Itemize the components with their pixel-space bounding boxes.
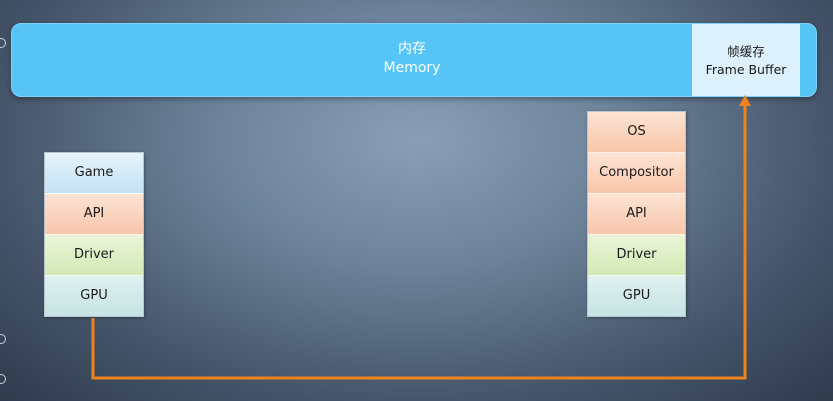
memory-label-cn: 内存: [398, 41, 426, 57]
right-stack-api: API: [588, 194, 685, 235]
memory-label: 内存 Memory: [12, 40, 812, 78]
edge-dot: [0, 374, 6, 384]
right-stack-driver: Driver: [588, 235, 685, 276]
left-stack: Game API Driver GPU: [44, 152, 144, 317]
right-stack-compositor: Compositor: [588, 153, 685, 194]
right-stack-os: OS: [588, 112, 685, 153]
right-stack: OS Compositor API Driver GPU: [587, 111, 686, 317]
left-stack-game: Game: [45, 153, 143, 194]
right-stack-gpu: GPU: [588, 276, 685, 316]
edge-dot: [0, 38, 6, 48]
frame-buffer-label-cn: 帧缓存: [727, 44, 765, 59]
edge-dot: [0, 334, 6, 344]
left-stack-driver: Driver: [45, 235, 143, 276]
frame-buffer-label-en: Frame Buffer: [705, 62, 787, 77]
memory-label-en: Memory: [383, 60, 441, 76]
arrowhead: [739, 95, 751, 106]
left-stack-api: API: [45, 194, 143, 235]
left-stack-gpu: GPU: [45, 276, 143, 316]
memory-bar: 内存 Memory 帧缓存 Frame Buffer: [11, 23, 817, 97]
frame-buffer-box: 帧缓存 Frame Buffer: [692, 24, 800, 96]
arrow-line: [91, 104, 747, 380]
